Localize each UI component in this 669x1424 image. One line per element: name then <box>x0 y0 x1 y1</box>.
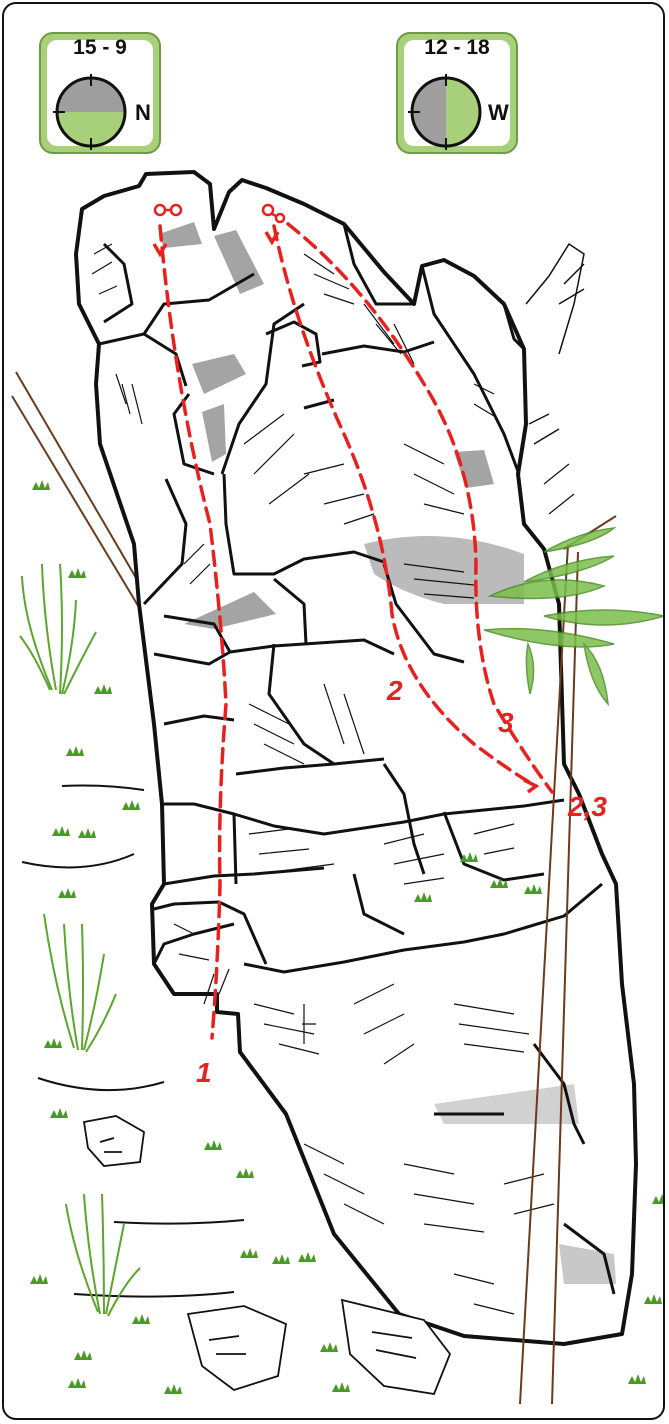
route-2-3-start-label: 2,3 <box>567 791 607 822</box>
route-2-label: 2 <box>386 675 403 706</box>
rock-right-edge <box>526 244 584 444</box>
grass-clumps <box>20 564 140 1316</box>
route-1-label: 1 <box>196 1057 212 1088</box>
route-3-label: 3 <box>498 707 514 738</box>
boulder-topo-drawing: 1 2 3 2,3 <box>4 4 665 1420</box>
